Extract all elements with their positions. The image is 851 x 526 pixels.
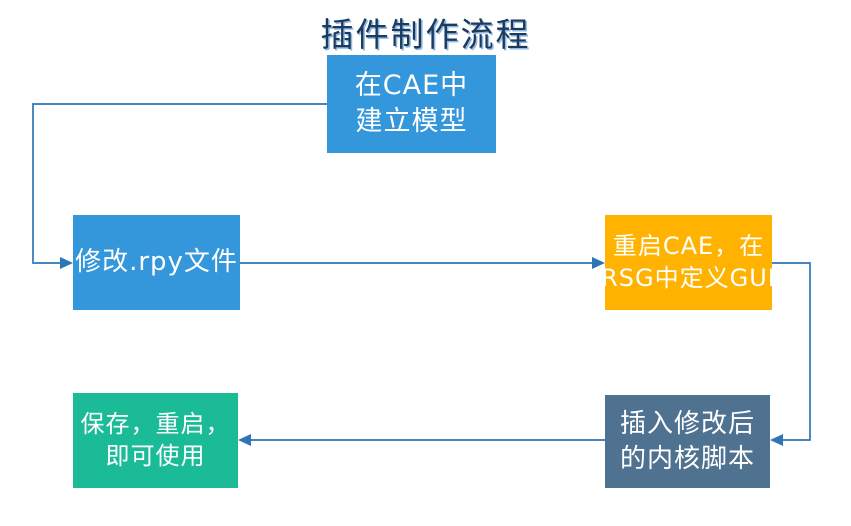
node-label-line: 建立模型	[355, 106, 468, 137]
node-save-restart: 保存，重启， 即可使用	[73, 393, 238, 488]
node-label-line: 的内核脚本	[619, 443, 755, 474]
node-label-line: 即可使用	[105, 441, 206, 470]
node-label-line: 在CAE中	[354, 70, 469, 102]
connector-insert-to-save	[238, 434, 605, 446]
node-restart-cae-rsg: 重启CAE，在 RSG中定义GUI	[601, 215, 775, 310]
node-label-line: 插入修改后	[619, 409, 755, 440]
page-title: 插件制作流程	[320, 18, 531, 54]
node-label-line: 保存，重启，	[80, 409, 231, 438]
node-modify-rpy: 修改.rpy文件	[73, 215, 240, 310]
node-label-line: 修改.rpy文件	[75, 247, 238, 278]
node-build-model: 在CAE中 建立模型	[327, 55, 496, 153]
connector-restart-to-insert	[770, 262, 811, 446]
connector-modify-to-restart	[240, 257, 605, 269]
node-label-line: RSG中定义GUI	[601, 263, 776, 292]
node-label-line: 重启CAE，在	[612, 231, 765, 260]
node-insert-kernel: 插入修改后 的内核脚本	[605, 395, 770, 488]
